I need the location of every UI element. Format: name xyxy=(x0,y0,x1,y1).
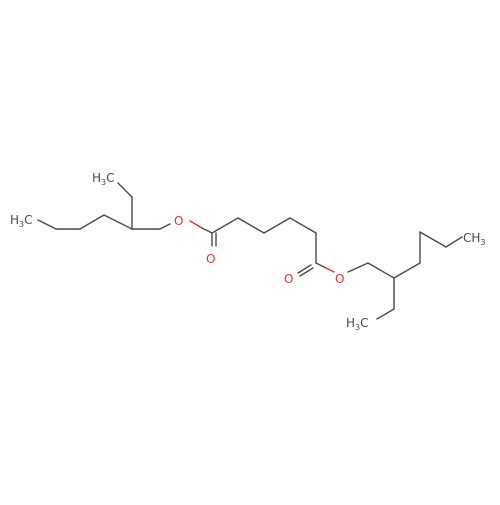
bond xyxy=(237,217,265,234)
bond-carbonyl-right-a xyxy=(297,264,312,274)
bond xyxy=(159,223,171,230)
bond xyxy=(367,262,395,279)
bond xyxy=(103,214,133,230)
bond-carbonyl-right-b xyxy=(299,267,314,277)
bond xyxy=(37,219,57,230)
right-ethylhexyl-bonds xyxy=(347,231,463,320)
atom-label-ch3-lower-right: H3C xyxy=(346,316,369,332)
atom-label-ester-oxygen-left: O xyxy=(174,214,183,228)
bond xyxy=(419,231,447,248)
left-ethylhexyl-bonds xyxy=(37,182,171,230)
bond xyxy=(315,262,327,269)
bond xyxy=(289,217,317,234)
bond-ester-oxygen-left xyxy=(189,220,203,229)
bond xyxy=(347,262,369,273)
atom-label-carbonyl-oxygen-left: O xyxy=(206,252,215,266)
atom-label-ester-oxygen-right: O xyxy=(335,272,344,286)
atom-label-ch3-upper-left: H3C xyxy=(92,171,115,187)
bond xyxy=(376,308,395,320)
bond xyxy=(79,214,105,230)
bond xyxy=(263,217,291,234)
adipate-chain-bonds xyxy=(189,217,335,277)
bond xyxy=(445,236,463,248)
bond-ester-oxygen-right xyxy=(325,267,335,273)
bond xyxy=(201,227,213,234)
bond xyxy=(393,262,421,279)
bond xyxy=(117,182,133,198)
atom-label-ch3-left-end: H3C xyxy=(10,213,33,229)
atom-label-ch3-right-end: CH3 xyxy=(463,231,486,247)
bond xyxy=(211,217,239,234)
atom-label-carbonyl-oxygen-right: O xyxy=(284,272,293,286)
